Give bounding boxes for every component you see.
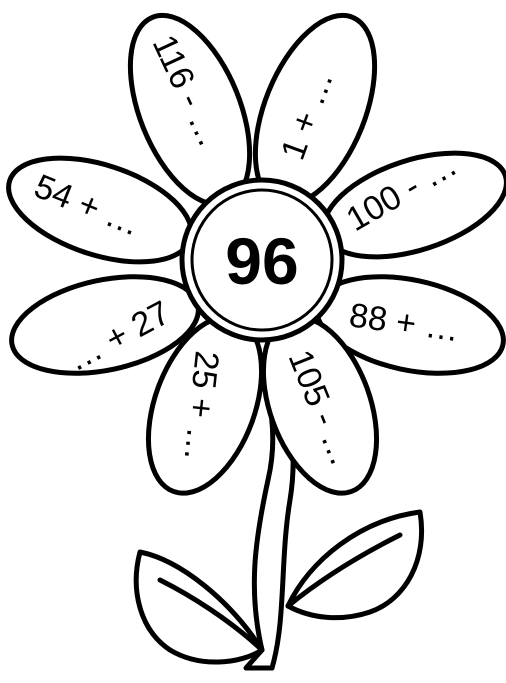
leaf-left <box>136 552 262 662</box>
leaf-right <box>288 512 422 618</box>
center-number: 96 <box>225 224 298 298</box>
